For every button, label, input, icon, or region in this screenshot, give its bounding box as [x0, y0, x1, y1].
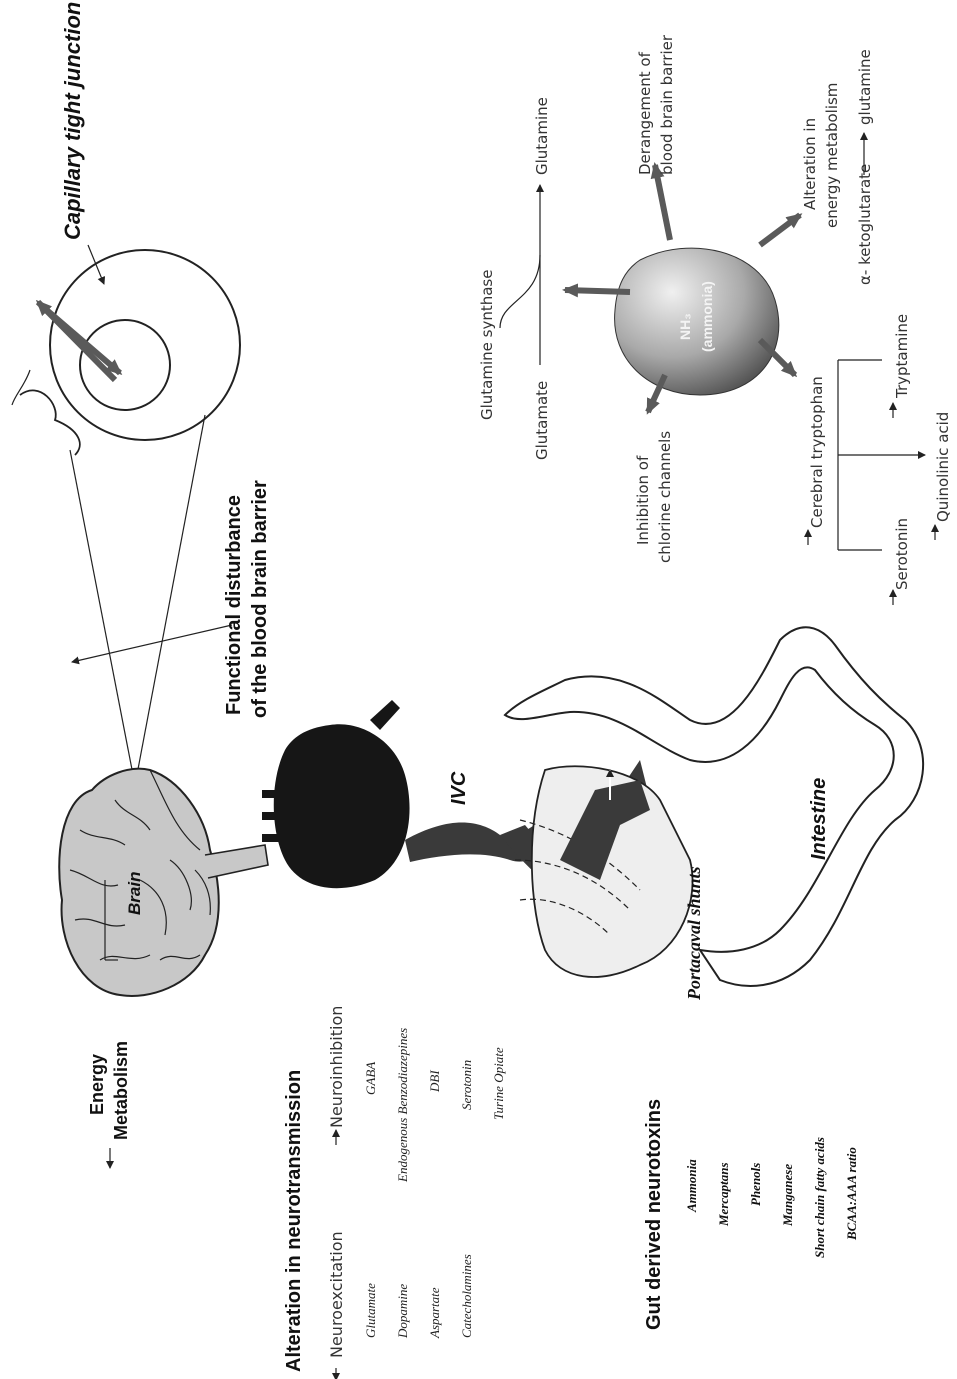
alteration-label-line1: Alteration in	[801, 118, 819, 210]
brain-icon	[59, 769, 268, 996]
tryptamine-label: Tryptamine	[893, 314, 911, 399]
list-item: Short chain fatty acids	[812, 1137, 827, 1258]
list-item: GABA	[363, 1062, 378, 1095]
quinolinic-acid-label: Quinolinic acid	[934, 412, 952, 522]
metabolism-label: Metabolism	[111, 1041, 131, 1140]
alteration-label-line2: energy metabolism	[823, 83, 841, 228]
arrow-to-energy-alteration	[760, 215, 800, 245]
arrow-to-derangement	[655, 165, 670, 240]
inhibition-label-line1: Inhibition of	[634, 455, 652, 545]
heart-icon	[262, 700, 410, 888]
derangement-label-line1: Derangement of	[636, 51, 654, 175]
functional-disturbance-label-line2: of the blood brain barrier	[249, 480, 271, 718]
ammonia-name-label: (ammonia)	[699, 281, 715, 352]
glutamine-label: Glutamine	[533, 97, 551, 175]
ivc-label: IVC	[448, 771, 470, 805]
ammonia-symbol-label: NH₃	[677, 313, 693, 340]
intestine-label: Intestine	[808, 778, 830, 860]
arrow-to-glutamine-synthase	[565, 290, 630, 292]
list-item: Serotonin	[459, 1060, 474, 1110]
neurotoxins-list: Ammonia Mercaptans Phenols Manganese Sho…	[684, 1137, 859, 1258]
list-item: Manganese	[780, 1164, 795, 1227]
capillary-tight-junction-label: Capillary tight junction	[60, 2, 85, 240]
cerebral-tryptophan-label: Cerebral tryptophan	[808, 376, 826, 528]
glutamine-synthase-label: Glutamine synthase	[478, 270, 496, 420]
list-item: Turine Opiate	[491, 1047, 506, 1120]
functional-disturbance-label-line1: Functional disturbance	[223, 495, 245, 715]
neuroinhibition-list: GABA Endogenous Benzodiazepines DBI Sero…	[363, 1028, 506, 1183]
list-item: Dopamine	[395, 1284, 410, 1339]
serotonin-label: Serotonin	[893, 518, 911, 590]
brain-label: Brain	[125, 872, 144, 915]
list-item: Ammonia	[684, 1159, 699, 1213]
neuroexcitation-list: Glutamate Dopamine Aspartate Catecholami…	[363, 1254, 474, 1339]
list-item: Endogenous Benzodiazepines	[395, 1028, 410, 1183]
inhibition-label-line2: chlorine channels	[656, 431, 674, 563]
derangement-label-line2: blood brain barrier	[658, 34, 676, 175]
alpha-ketoglutarate-label: α- ketoglutarate	[856, 164, 874, 285]
list-item: Catecholamines	[459, 1254, 474, 1338]
list-item: Aspartate	[427, 1287, 442, 1339]
list-item: Glutamate	[363, 1283, 378, 1338]
liver-icon	[515, 766, 693, 977]
list-item: DBI	[427, 1070, 442, 1093]
portacaval-shunts-label: Portacaval shunts	[684, 866, 704, 1001]
neuroexcitation-header: Neuroexcitation	[327, 1231, 346, 1358]
neuroinhibition-header: Neuroinhibition	[327, 1006, 346, 1128]
neurotransmission-title: Alteration in neurotransmission	[283, 1070, 305, 1372]
glutamate-label: Glutamate	[533, 381, 551, 460]
energy-label: Energy	[87, 1054, 107, 1115]
glutamine-product-label: glutamine	[856, 49, 874, 125]
list-item: Mercaptans	[716, 1162, 731, 1227]
list-item: Phenols	[748, 1163, 763, 1206]
capillary-ring-icon	[12, 250, 240, 455]
list-item: BCAA:AAA ratio	[844, 1147, 859, 1241]
neurotoxins-title: Gut derived neurotoxins	[643, 1099, 665, 1330]
ammonia-sphere-icon	[615, 248, 779, 395]
